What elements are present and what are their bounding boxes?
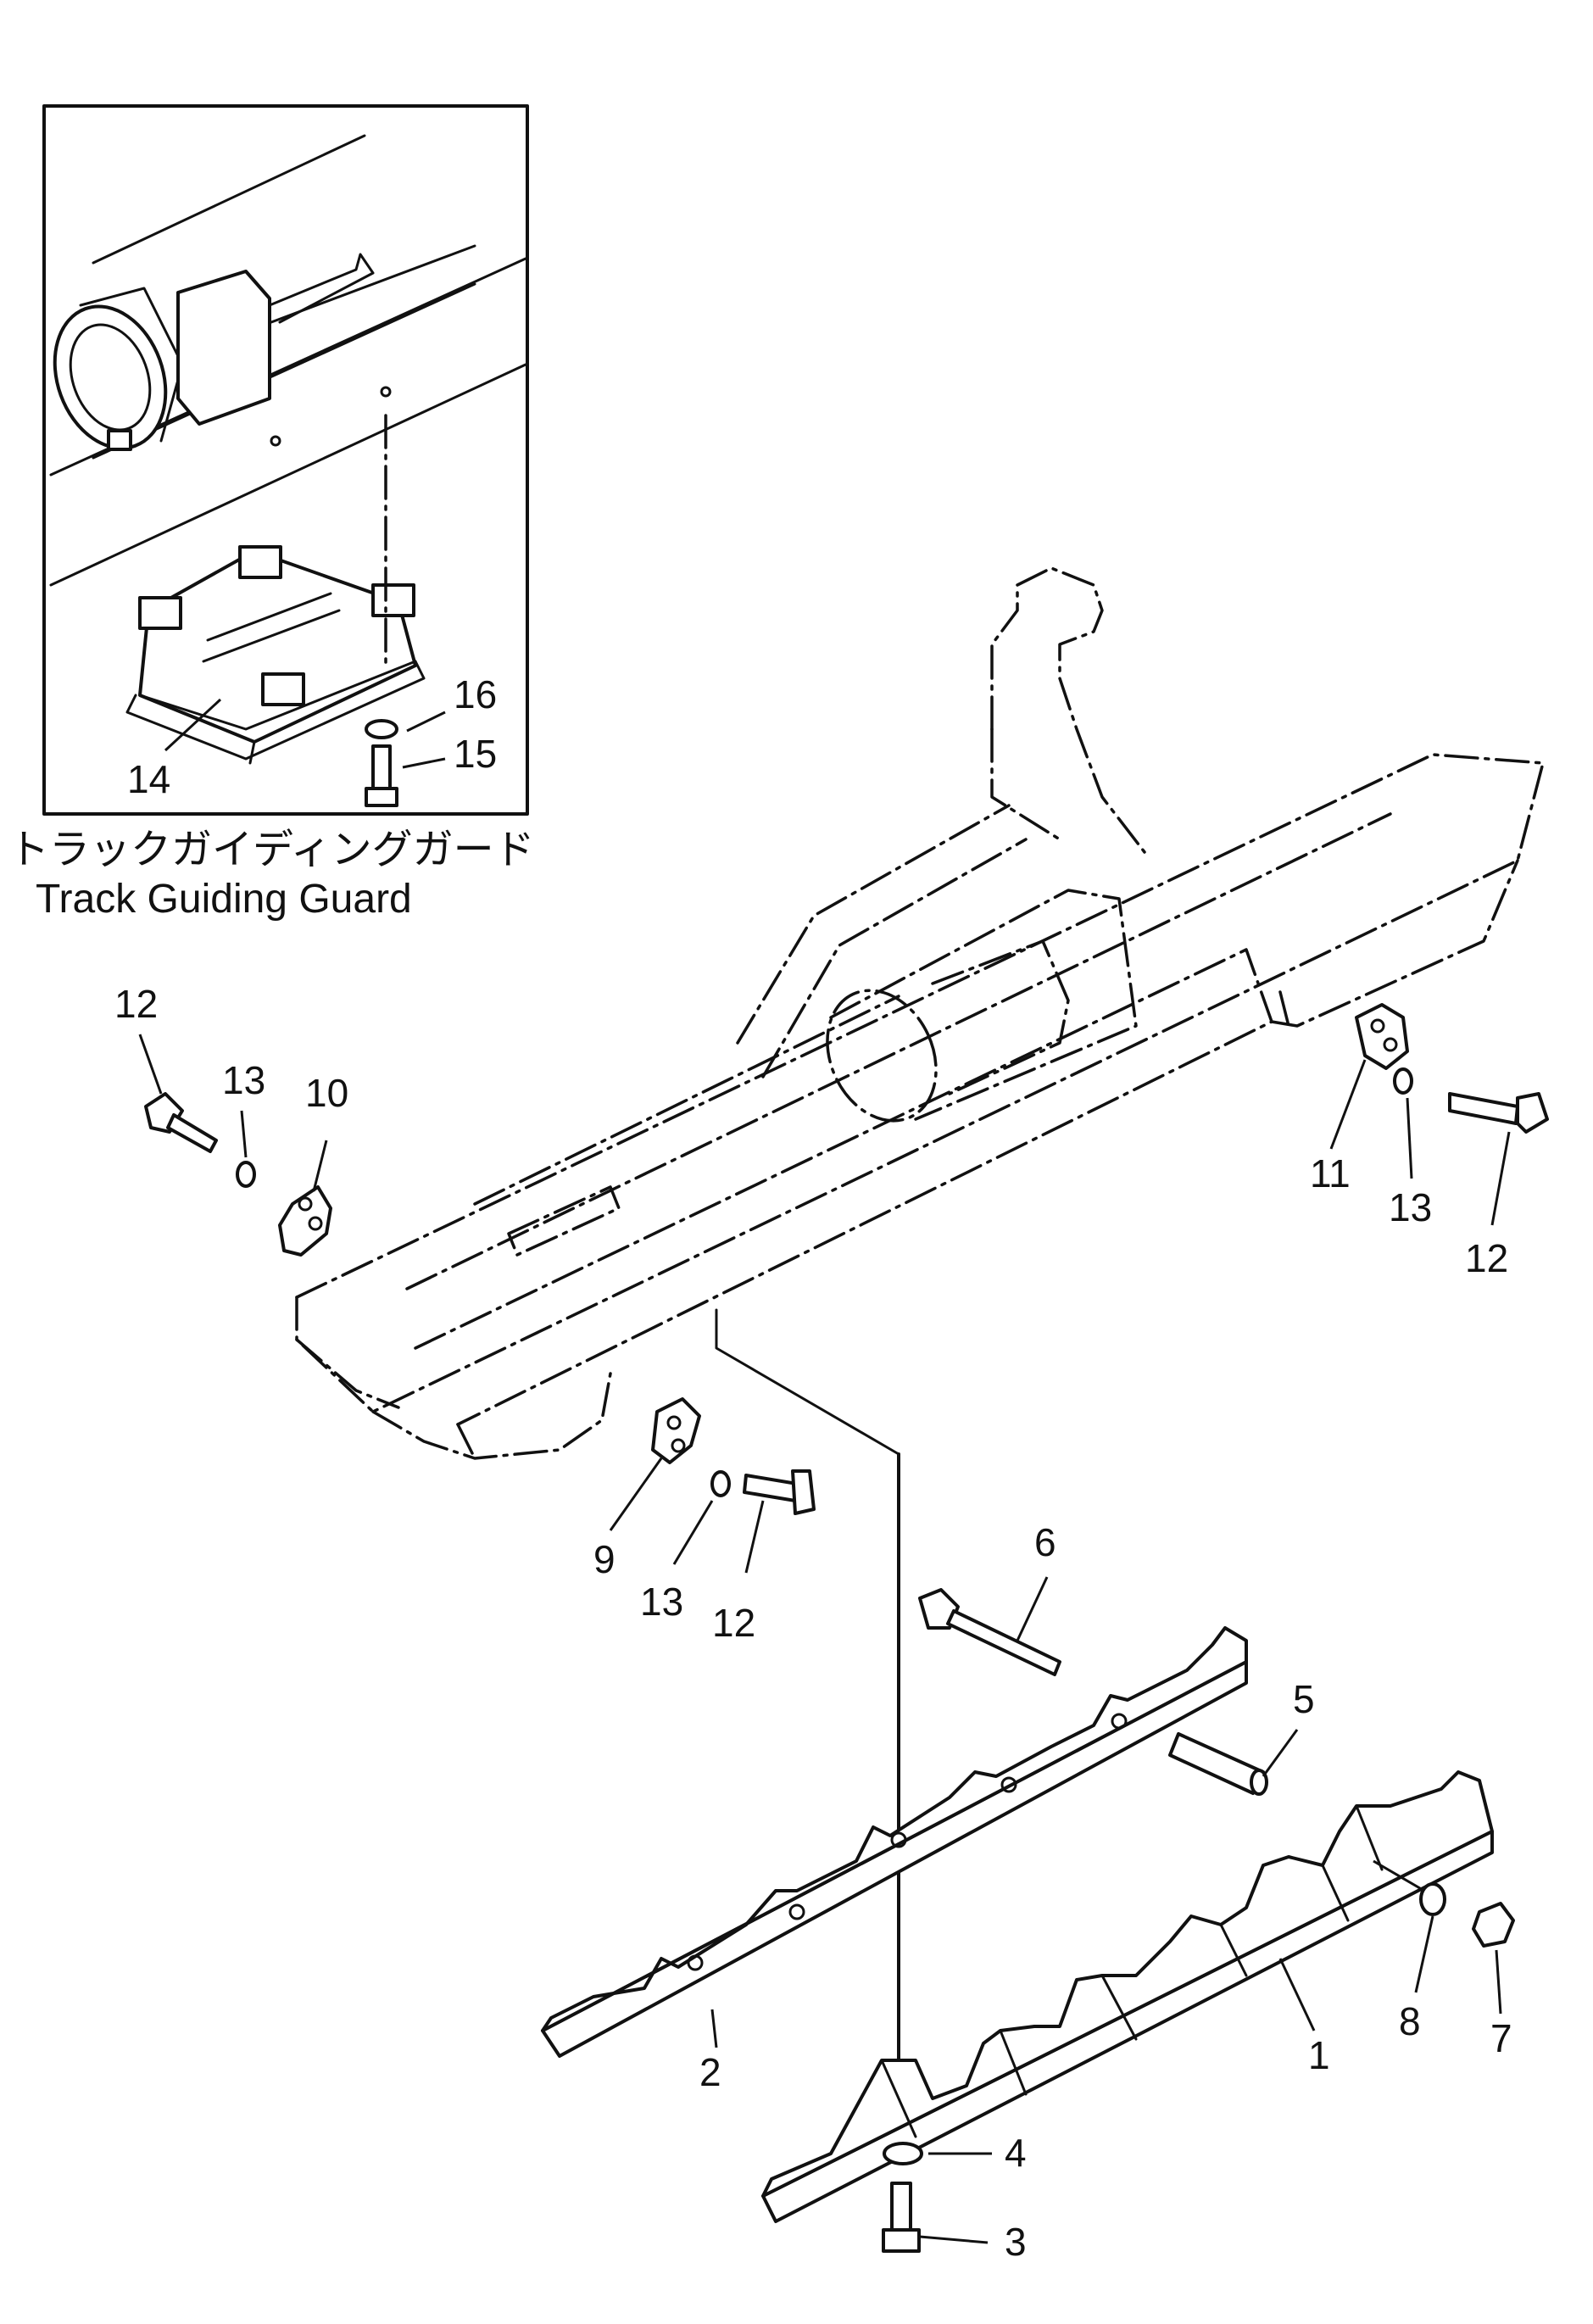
callout-2: 2 [699,2050,721,2094]
inset-caption-japanese: トラックガイディングガード [8,828,535,872]
washer-13-center-icon [710,1470,731,1497]
callout-12-center: 12 [712,1601,755,1645]
callout-15: 15 [454,732,497,776]
callout-8: 8 [1399,1999,1421,2043]
guard-2-drawing [541,1626,1248,2058]
callout-5: 5 [1293,1677,1315,1721]
callout-9: 9 [593,1537,615,1581]
bolt-12-center-icon [743,1469,816,1515]
bolt-15-icon [365,744,398,807]
inset-panel [42,104,529,816]
washer-16-icon [365,719,398,739]
callout-7: 7 [1490,2016,1512,2060]
plate-9-icon [651,1397,701,1464]
plate-11-icon [1355,1003,1409,1070]
callout-12-left: 12 [114,982,158,1026]
bolt-3-icon [882,2182,921,2253]
callout-14: 14 [127,757,170,801]
nut-7-icon [1472,1902,1515,1948]
bolt-12-left-icon [144,1092,218,1153]
callout-1: 1 [1308,2033,1330,2077]
bolt-12-right-icon [1448,1092,1549,1134]
callout-6: 6 [1034,1520,1056,1564]
callout-4: 4 [1005,2131,1027,2175]
track-frame-drawing [295,566,1545,2070]
callout-10: 10 [305,1071,348,1115]
callout-3: 3 [1005,2220,1027,2264]
leader-lines [138,1034,1511,2244]
pin-5-icon [1168,1732,1268,1796]
washer-13-left-icon [236,1161,256,1188]
washer-13-right-icon [1393,1067,1413,1095]
bolt-6-icon [918,1588,1061,1676]
guard-1-drawing [761,1770,1494,2223]
callout-13-center: 13 [640,1580,683,1624]
inset-caption-english: Track Guiding Guard [36,877,412,922]
plate-10-icon [278,1185,332,1257]
callout-13-right: 13 [1389,1185,1432,1229]
callout-16: 16 [454,672,497,716]
washer-4-icon [883,2142,923,2165]
inset-frame-drawing [49,134,527,807]
callout-12-right: 12 [1465,1236,1508,1280]
washer-8-icon [1419,1882,1446,1916]
callout-11: 11 [1310,1151,1351,1195]
callout-13-left: 13 [222,1058,265,1102]
